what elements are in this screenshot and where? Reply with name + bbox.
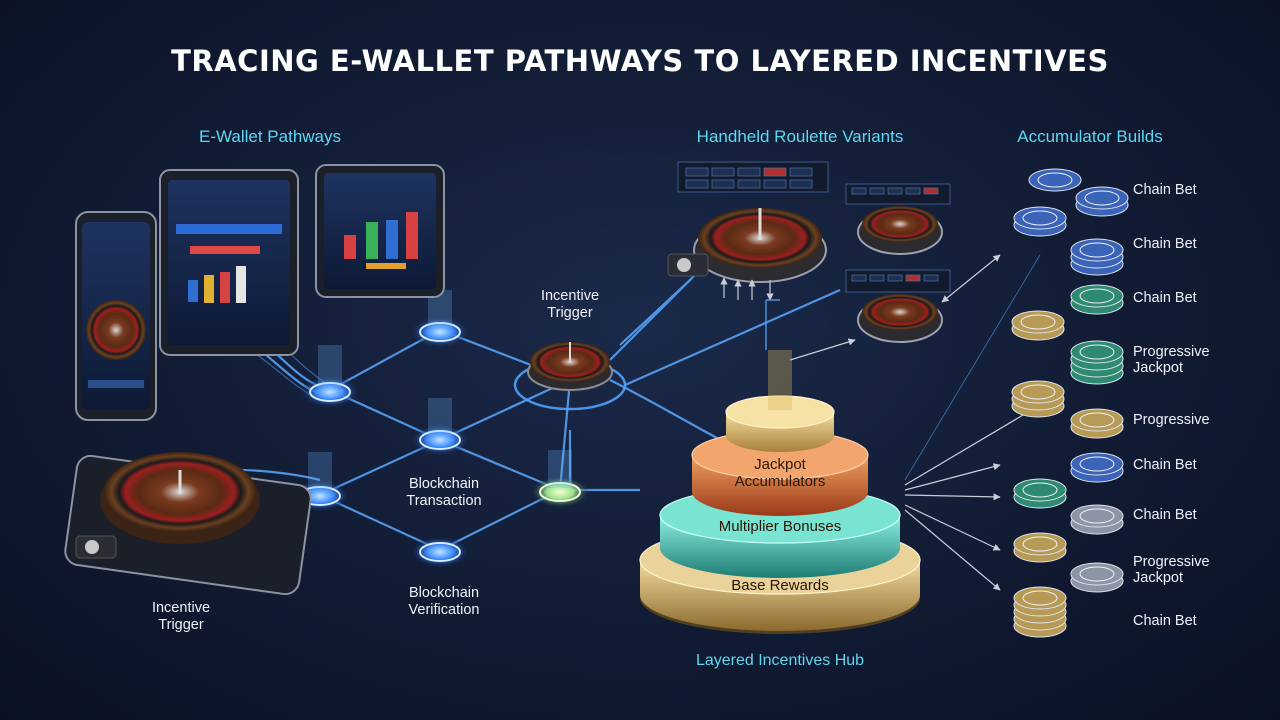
coin-stack [1011,380,1065,418]
label-incentive-trigger-bottom: Incentive Trigger [151,600,211,633]
coin-stack [1070,284,1124,315]
accumulator-item: Chain Bet [1133,507,1197,523]
hub-label: Layered Incentives Hub [695,652,865,669]
coin-stack [1070,340,1124,385]
roulette-variant-lower [845,269,951,343]
trigger-roulette-wheel [513,342,627,411]
accumulator-item: Chain Bet [1133,290,1197,306]
label-blockchain-verification: Blockchain Verification [408,585,480,618]
coin-stack [1011,310,1065,341]
accumulator-item: Chain Bet [1133,182,1197,198]
network-node-highlight [530,476,590,508]
accumulator-item: Progressive Jackpot [1133,554,1210,586]
tier-multiplier-bonuses: Multiplier Bonuses [718,518,842,535]
coin-stack [1070,504,1124,535]
coin-stack [1075,186,1129,217]
roulette-variant-upper [845,183,951,255]
accumulator-item: Progressive [1133,412,1210,428]
tablet-device [159,169,299,356]
network-node [410,424,470,456]
label-incentive-trigger-top: Incentive Trigger [540,288,600,321]
network-node [410,316,470,348]
coin-stacks [1011,168,1129,638]
incentive-hub-tiers [639,395,921,634]
network-node [300,376,360,408]
coin-stack [1028,168,1082,192]
coin-stack [1070,452,1124,483]
section-accumulator-builds: Accumulator Builds [1017,127,1163,146]
connector-arrows [720,254,1041,591]
tier-jackpot-accumulators: Jackpot Accumulators [734,456,826,490]
tier-base-rewards: Base Rewards [731,577,829,594]
coin-stack [1013,532,1067,563]
tabletop-roulette [64,452,312,596]
page-title: TRACING E-WALLET PATHWAYS TO LAYERED INC… [171,44,1109,78]
accumulator-item: Chain Bet [1133,613,1197,629]
section-ewallet-pathways: E-Wallet Pathways [198,127,342,146]
coin-stack [1013,586,1067,638]
small-tablet-device [315,164,445,298]
accumulator-item: Chain Bet [1133,236,1197,252]
coin-stack [1013,206,1067,237]
smartphone-device [75,211,157,421]
accumulator-item: Progressive Jackpot [1133,344,1210,376]
accumulator-item: Chain Bet [1133,457,1197,473]
coin-stack [1070,238,1124,276]
coin-stack [1070,562,1124,593]
coin-stack [1070,408,1124,439]
network-node [410,536,470,568]
section-handheld-roulette: Handheld Roulette Variants [696,127,904,146]
roulette-variant-main [667,161,829,283]
label-blockchain-transaction: Blockchain Transaction [406,476,482,509]
coin-stack [1013,478,1067,509]
